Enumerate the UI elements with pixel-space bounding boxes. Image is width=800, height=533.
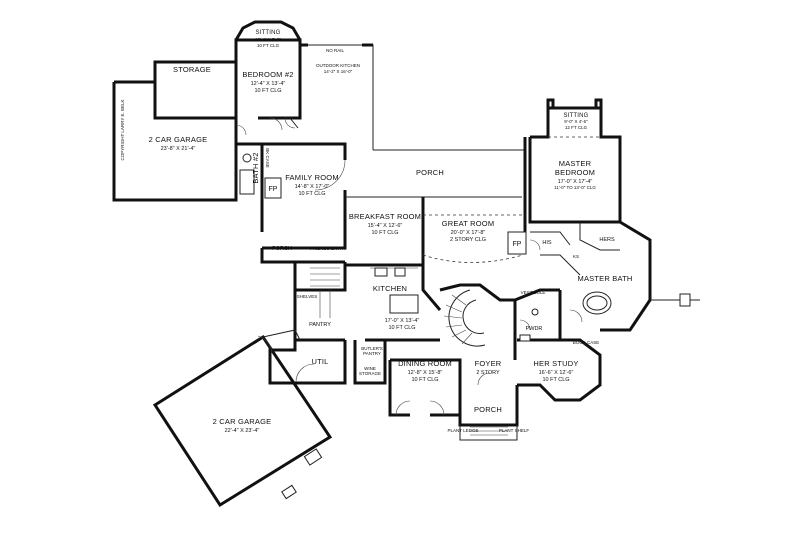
friends-entry-label: FRIENDS ENTRY xyxy=(310,246,346,251)
his-label: HIS xyxy=(542,240,552,246)
vestibule-label: VESTIBULE xyxy=(521,290,546,295)
shelves-label: SHELVES xyxy=(297,294,317,299)
pantry-label: PANTRY xyxy=(309,322,331,328)
porch-front-label: PORCH xyxy=(474,405,502,414)
util-label: UTIL xyxy=(311,357,328,366)
dining-room-label: DINING ROOM xyxy=(398,359,452,368)
book-case-study: BOOK CASE xyxy=(573,340,600,345)
hers-label: HERS xyxy=(599,237,615,243)
sitting-right-clg: 12 FT CLG xyxy=(565,125,588,130)
master-bedroom-label: MASTER xyxy=(559,159,592,168)
master-bath-label: MASTER BATH xyxy=(578,274,633,283)
wine-storage-label: WINE xyxy=(364,366,376,371)
dining-room-dim: 12'-8" X 15'-8" xyxy=(408,370,443,376)
plant-shelf-label: PLANT SHELF xyxy=(499,428,529,433)
book-case-top: BK CASE xyxy=(265,148,270,168)
porch-left-label: PORCH xyxy=(272,246,292,252)
plant-ledge-label: PLANT LEDGE xyxy=(448,428,479,433)
sitting-top-clg: 10 FT CLG xyxy=(257,43,280,48)
bedroom2-dim: 12'-4" X 13'-4" xyxy=(251,81,286,87)
great-room-clg: 2 STORY CLG xyxy=(450,237,486,243)
her-study-label: HER STUDY xyxy=(533,359,578,368)
master-bedroom-label-2: BEDROOM xyxy=(555,168,595,177)
breakfast-room-dim: 15'-4" X 12'-6" xyxy=(368,223,403,229)
copyright-text: COPYRIGHT LARRY E. BELK xyxy=(120,99,125,160)
butlers-pantry-label: BUTLER'S xyxy=(361,346,383,351)
sitting-top-label: SITTING xyxy=(255,30,280,36)
foyer-clg: 2 STORY xyxy=(476,370,500,376)
kitchen-dim: 17'-0" X 13'-4" xyxy=(385,318,420,324)
details xyxy=(235,117,620,500)
porch-top-label: PORCH xyxy=(416,168,444,177)
garage-bottom-label: 2 CAR GARAGE xyxy=(213,417,272,426)
fp-family-label: FP xyxy=(269,186,278,193)
bedroom2-clg: 10 FT CLG xyxy=(254,88,281,94)
butlers-pantry-label-2: PANTRY xyxy=(363,351,381,356)
great-room-label: GREAT ROOM xyxy=(442,219,495,228)
foyer-label: FOYER xyxy=(475,359,502,368)
dining-room-clg: 10 FT CLG xyxy=(411,377,438,383)
master-bedroom-clg: 11'-0" TO 13'-0" CLG xyxy=(554,185,596,190)
fp-great-label: FP xyxy=(513,241,522,248)
her-study-clg: 10 FT CLG xyxy=(542,377,569,383)
garage-top-dim: 23'-8" X 21'-4" xyxy=(161,146,196,152)
breakfast-room-clg: 10 FT CLG xyxy=(371,230,398,236)
kitchen-clg: 10 FT CLG xyxy=(388,325,415,331)
outdoor-kitchen-dim: 14'-2" X 16'-0" xyxy=(324,69,353,74)
storage-label: STORAGE xyxy=(173,65,211,74)
garage-top-label: 2 CAR GARAGE xyxy=(149,135,208,144)
sitting-top-dim: 10'-4" X 5'-0" xyxy=(255,37,281,42)
great-room-dim: 20'-0" X 17'-8" xyxy=(451,230,486,236)
walls xyxy=(112,20,700,508)
her-study-dim: 16'-6" X 12'-6" xyxy=(539,370,574,376)
family-room-clg: 10 FT CLG xyxy=(298,191,325,197)
room-labels: COPYRIGHT LARRY E. BELK SITTING 10'-4" X… xyxy=(120,30,632,434)
garage-bottom-dim: 22'-4" X 23'-4" xyxy=(225,428,260,434)
family-room-dim: 14'-8" X 17'-0" xyxy=(295,184,330,190)
bath2-label: BATH #2 xyxy=(251,152,260,183)
ks-label: KS xyxy=(573,254,579,259)
sitting-right-dim: 9'-0" X 4'-6" xyxy=(564,119,588,124)
pwdr-label: PWDR xyxy=(526,326,543,332)
breakfast-room-label: BREAKFAST ROOM xyxy=(349,212,421,221)
wine-storage-label-2: STORAGE xyxy=(359,371,381,376)
kitchen-label: KITCHEN xyxy=(373,284,407,293)
family-room-label: FAMILY ROOM xyxy=(285,173,339,182)
outdoor-kitchen-label: OUTDOOR KITCHEN xyxy=(316,63,360,68)
master-bedroom-dim: 17'-0" X 17'-4" xyxy=(558,179,593,185)
no-rail-label: NO RAIL xyxy=(326,48,345,53)
sitting-right-label: SITTING xyxy=(563,113,588,119)
bedroom2-label: BEDROOM #2 xyxy=(242,70,293,79)
